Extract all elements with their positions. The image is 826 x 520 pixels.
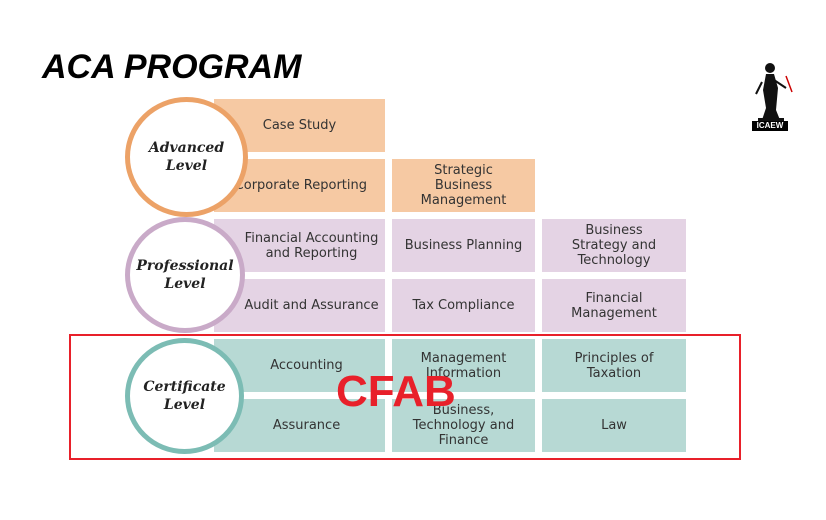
certificate-level-label: Certificate [143,379,226,395]
module-tax-compliance: Tax Compliance [392,279,535,332]
professional-level-sublabel: Level [164,276,206,292]
advanced-level-label: Advanced [148,140,225,156]
cfab-highlight-box [69,334,741,460]
page-title: ACA PROGRAM [42,48,302,86]
icaew-statue-logo-icon [755,63,793,121]
module-law: Law [542,399,686,452]
professional-level-circle: Professional Level [125,217,245,333]
certificate-level-circle: Certificate Level [125,338,244,454]
module-business-technology-finance: Business, Technology and Finance [392,399,535,452]
module-audit-assurance: Audit and Assurance [214,279,385,332]
advanced-level-sublabel: Level [165,158,208,174]
module-principles-of-taxation: Principles of Taxation [542,339,686,392]
module-business-planning: Business Planning [392,219,535,272]
module-management-information: Management Information [392,339,535,392]
module-financial-management: Financial Management [542,279,686,332]
certificate-level-sublabel: Level [163,397,206,413]
professional-level-label: Professional [136,258,234,274]
module-strategic-business-management: Strategic Business Management [392,159,535,212]
logo-text: ICAEW [752,121,788,131]
module-accounting: Accounting [214,339,385,392]
module-business-strategy-technology: Business Strategy and Technology [542,219,686,272]
module-case-study: Case Study [214,99,385,152]
cfab-label: CFAB [336,367,456,416]
advanced-level-circle: Advanced Level [125,97,248,217]
